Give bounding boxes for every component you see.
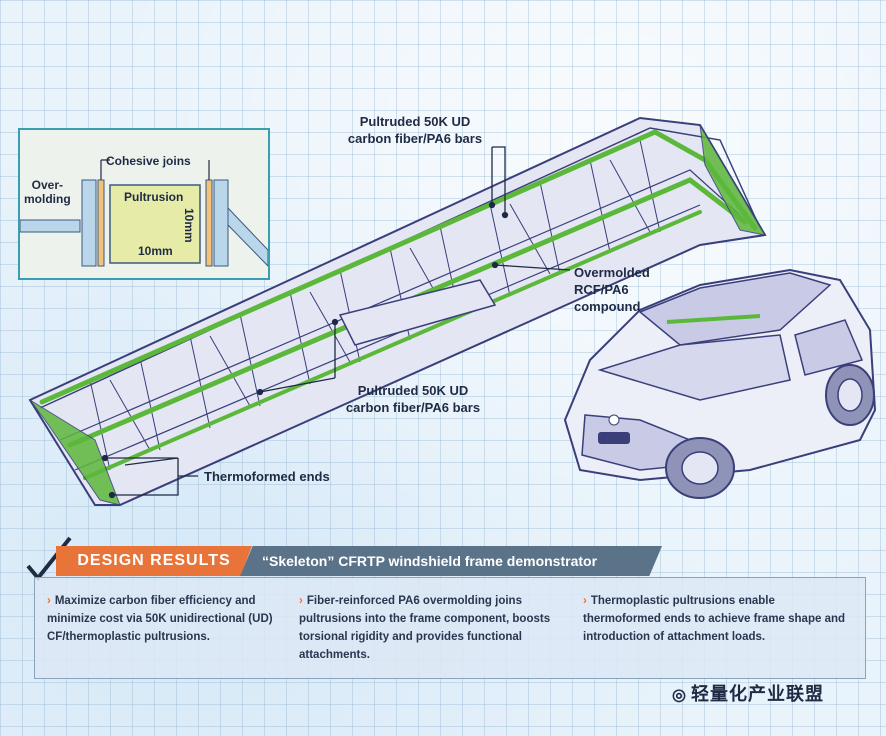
results-panel: ›Maximize carbon fiber efficiency and mi…: [34, 577, 866, 679]
inset-overmolding: Over- molding: [24, 178, 71, 206]
inset-dim-horizontal: 10mm: [138, 244, 173, 258]
cross-section-drawing: [20, 159, 268, 267]
label-thermoformed: Thermoformed ends: [204, 469, 330, 484]
result-item: ›Fiber-reinforced PA6 overmolding joins …: [299, 595, 551, 661]
label-pultruded-bottom: Pultruded 50K UD carbon fiber/PA6 bars: [345, 383, 481, 415]
design-results-banner: DESIGN RESULTS: [56, 546, 252, 576]
inset-dim-vertical: 10mm: [182, 208, 196, 243]
inset-cohesive-joins: Cohesive joins: [106, 154, 191, 168]
label-overmolded: Overmolded RCF/PA6 compound: [574, 265, 650, 314]
car-illustration: [563, 268, 877, 499]
callout-lines: [101, 146, 571, 499]
wechat-icon: ◎: [672, 687, 687, 704]
chevron-right-icon: ›: [299, 595, 303, 607]
watermark: ◎轻量化产业联盟: [672, 684, 824, 704]
result-item: ›Thermoplastic pultrusions enable thermo…: [583, 595, 846, 643]
cross-section-inset: Cohesive joins Over- molding Pultrusion …: [18, 128, 270, 280]
chevron-right-icon: ›: [583, 595, 587, 607]
label-pultruded-top: Pultruded 50K UD carbon fiber/PA6 bars: [347, 114, 483, 146]
inset-pultrusion: Pultrusion: [124, 190, 184, 204]
chevron-right-icon: ›: [47, 595, 51, 607]
subtitle-banner: “Skeleton” CFRTP windshield frame demons…: [240, 546, 662, 576]
result-item: ›Maximize carbon fiber efficiency and mi…: [47, 595, 273, 643]
windshield-frame: [28, 116, 767, 506]
